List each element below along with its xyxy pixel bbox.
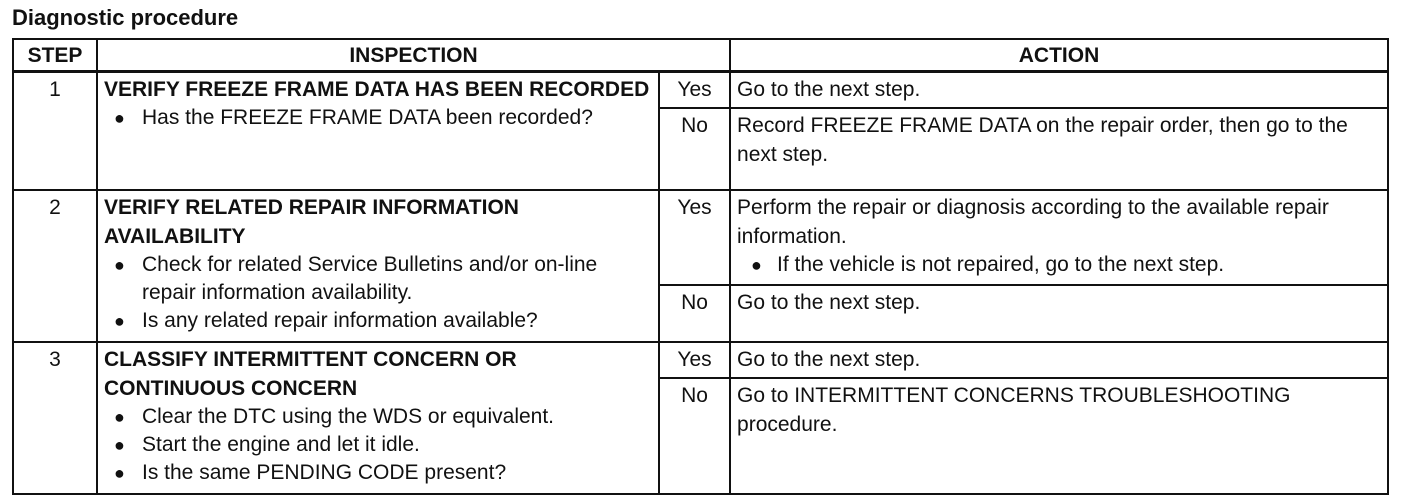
column-header-action: ACTION bbox=[729, 38, 1390, 73]
yes-action: Go to the next step. bbox=[729, 340, 1390, 380]
no-label: No bbox=[657, 283, 732, 344]
inspection-cell: VERIFY FREEZE FRAME DATA HAS BEEN RECORD… bbox=[96, 70, 660, 192]
no-action: Record FREEZE FRAME DATA on the repair o… bbox=[729, 106, 1390, 192]
table-row: 1 VERIFY FREEZE FRAME DATA HAS BEEN RECO… bbox=[12, 70, 1390, 192]
yes-label: Yes bbox=[657, 189, 732, 286]
list-item: ●If the vehicle is not repaired, go to t… bbox=[737, 251, 1381, 279]
yes-action: Go to the next step. bbox=[729, 70, 1390, 109]
inspection-cell: CLASSIFY INTERMITTENT CONCERN OR CONTINU… bbox=[96, 341, 660, 495]
no-action: Go to INTERMITTENT CONCERNS TROUBLESHOOT… bbox=[729, 377, 1390, 495]
bullet-icon: ● bbox=[751, 255, 762, 276]
page-title: Diagnostic procedure bbox=[12, 5, 239, 30]
list-item: ●Is any related repair information avail… bbox=[104, 307, 652, 335]
bullet-icon: ● bbox=[114, 407, 125, 427]
no-label: No bbox=[657, 377, 732, 495]
no-action: Go to the next step. bbox=[729, 283, 1390, 344]
inspection-title: CLASSIFY INTERMITTENT CONCERN OR CONTINU… bbox=[104, 348, 517, 400]
yes-action: Perform the repair or diagnosis accordin… bbox=[737, 196, 1329, 249]
bullet-icon: ● bbox=[114, 435, 125, 455]
table-row: 2 VERIFY RELATED REPAIR INFORMATION AVAI… bbox=[12, 189, 1390, 343]
table-row: No Go to INTERMITTENT CONCERNS TROUBLESH… bbox=[13, 377, 1390, 495]
table-row: No Record FREEZE FRAME DATA on the repai… bbox=[13, 106, 1390, 192]
table-row: No Go to the next step. bbox=[13, 283, 1390, 344]
list-item: ●Start the engine and let it idle. bbox=[104, 431, 652, 459]
bullet-icon: ● bbox=[114, 311, 125, 332]
inspection-title: VERIFY RELATED REPAIR INFORMATION AVAILA… bbox=[104, 196, 519, 249]
no-label: No bbox=[657, 106, 732, 192]
column-header-step: STEP bbox=[12, 38, 98, 73]
column-header-inspection: INSPECTION bbox=[95, 38, 732, 73]
diagnostic-procedure-table: STEP INSPECTION ACTION 1 VERIFY FREEZE F… bbox=[12, 38, 1390, 495]
yes-label: Yes bbox=[657, 70, 732, 109]
bullet-icon: ● bbox=[114, 255, 125, 276]
inspection-bullets: ●Clear the DTC using the WDS or equivale… bbox=[104, 403, 652, 487]
inspection-cell: VERIFY RELATED REPAIR INFORMATION AVAILA… bbox=[96, 189, 660, 343]
yes-label: Yes bbox=[657, 340, 732, 380]
header-row: STEP INSPECTION ACTION bbox=[12, 38, 1390, 73]
action-bullets: ●If the vehicle is not repaired, go to t… bbox=[737, 251, 1381, 279]
list-item: ●Check for related Service Bulletins and… bbox=[114, 253, 598, 305]
bullet-icon: ● bbox=[114, 463, 125, 483]
list-item: ●Is the same PENDING CODE present? bbox=[104, 459, 652, 487]
list-item: ●Clear the DTC using the WDS or equivale… bbox=[104, 403, 652, 431]
inspection-bullets: ●Check for related Service Bulletins and… bbox=[104, 251, 652, 335]
step-number: 3 bbox=[12, 341, 98, 495]
bullet-icon: ● bbox=[114, 108, 125, 128]
list-item: ●Has the FREEZE FRAME DATA been recorded… bbox=[104, 104, 652, 132]
step-number: 1 bbox=[12, 70, 98, 192]
table-row: 3 CLASSIFY INTERMITTENT CONCERN OR CONTI… bbox=[12, 340, 1390, 495]
step-number: 2 bbox=[12, 189, 98, 343]
inspection-title: VERIFY FREEZE FRAME DATA HAS BEEN RECORD… bbox=[104, 78, 650, 101]
yes-action-cell: Perform the repair or diagnosis accordin… bbox=[729, 189, 1390, 286]
inspection-bullets: ●Has the FREEZE FRAME DATA been recorded… bbox=[104, 104, 652, 132]
